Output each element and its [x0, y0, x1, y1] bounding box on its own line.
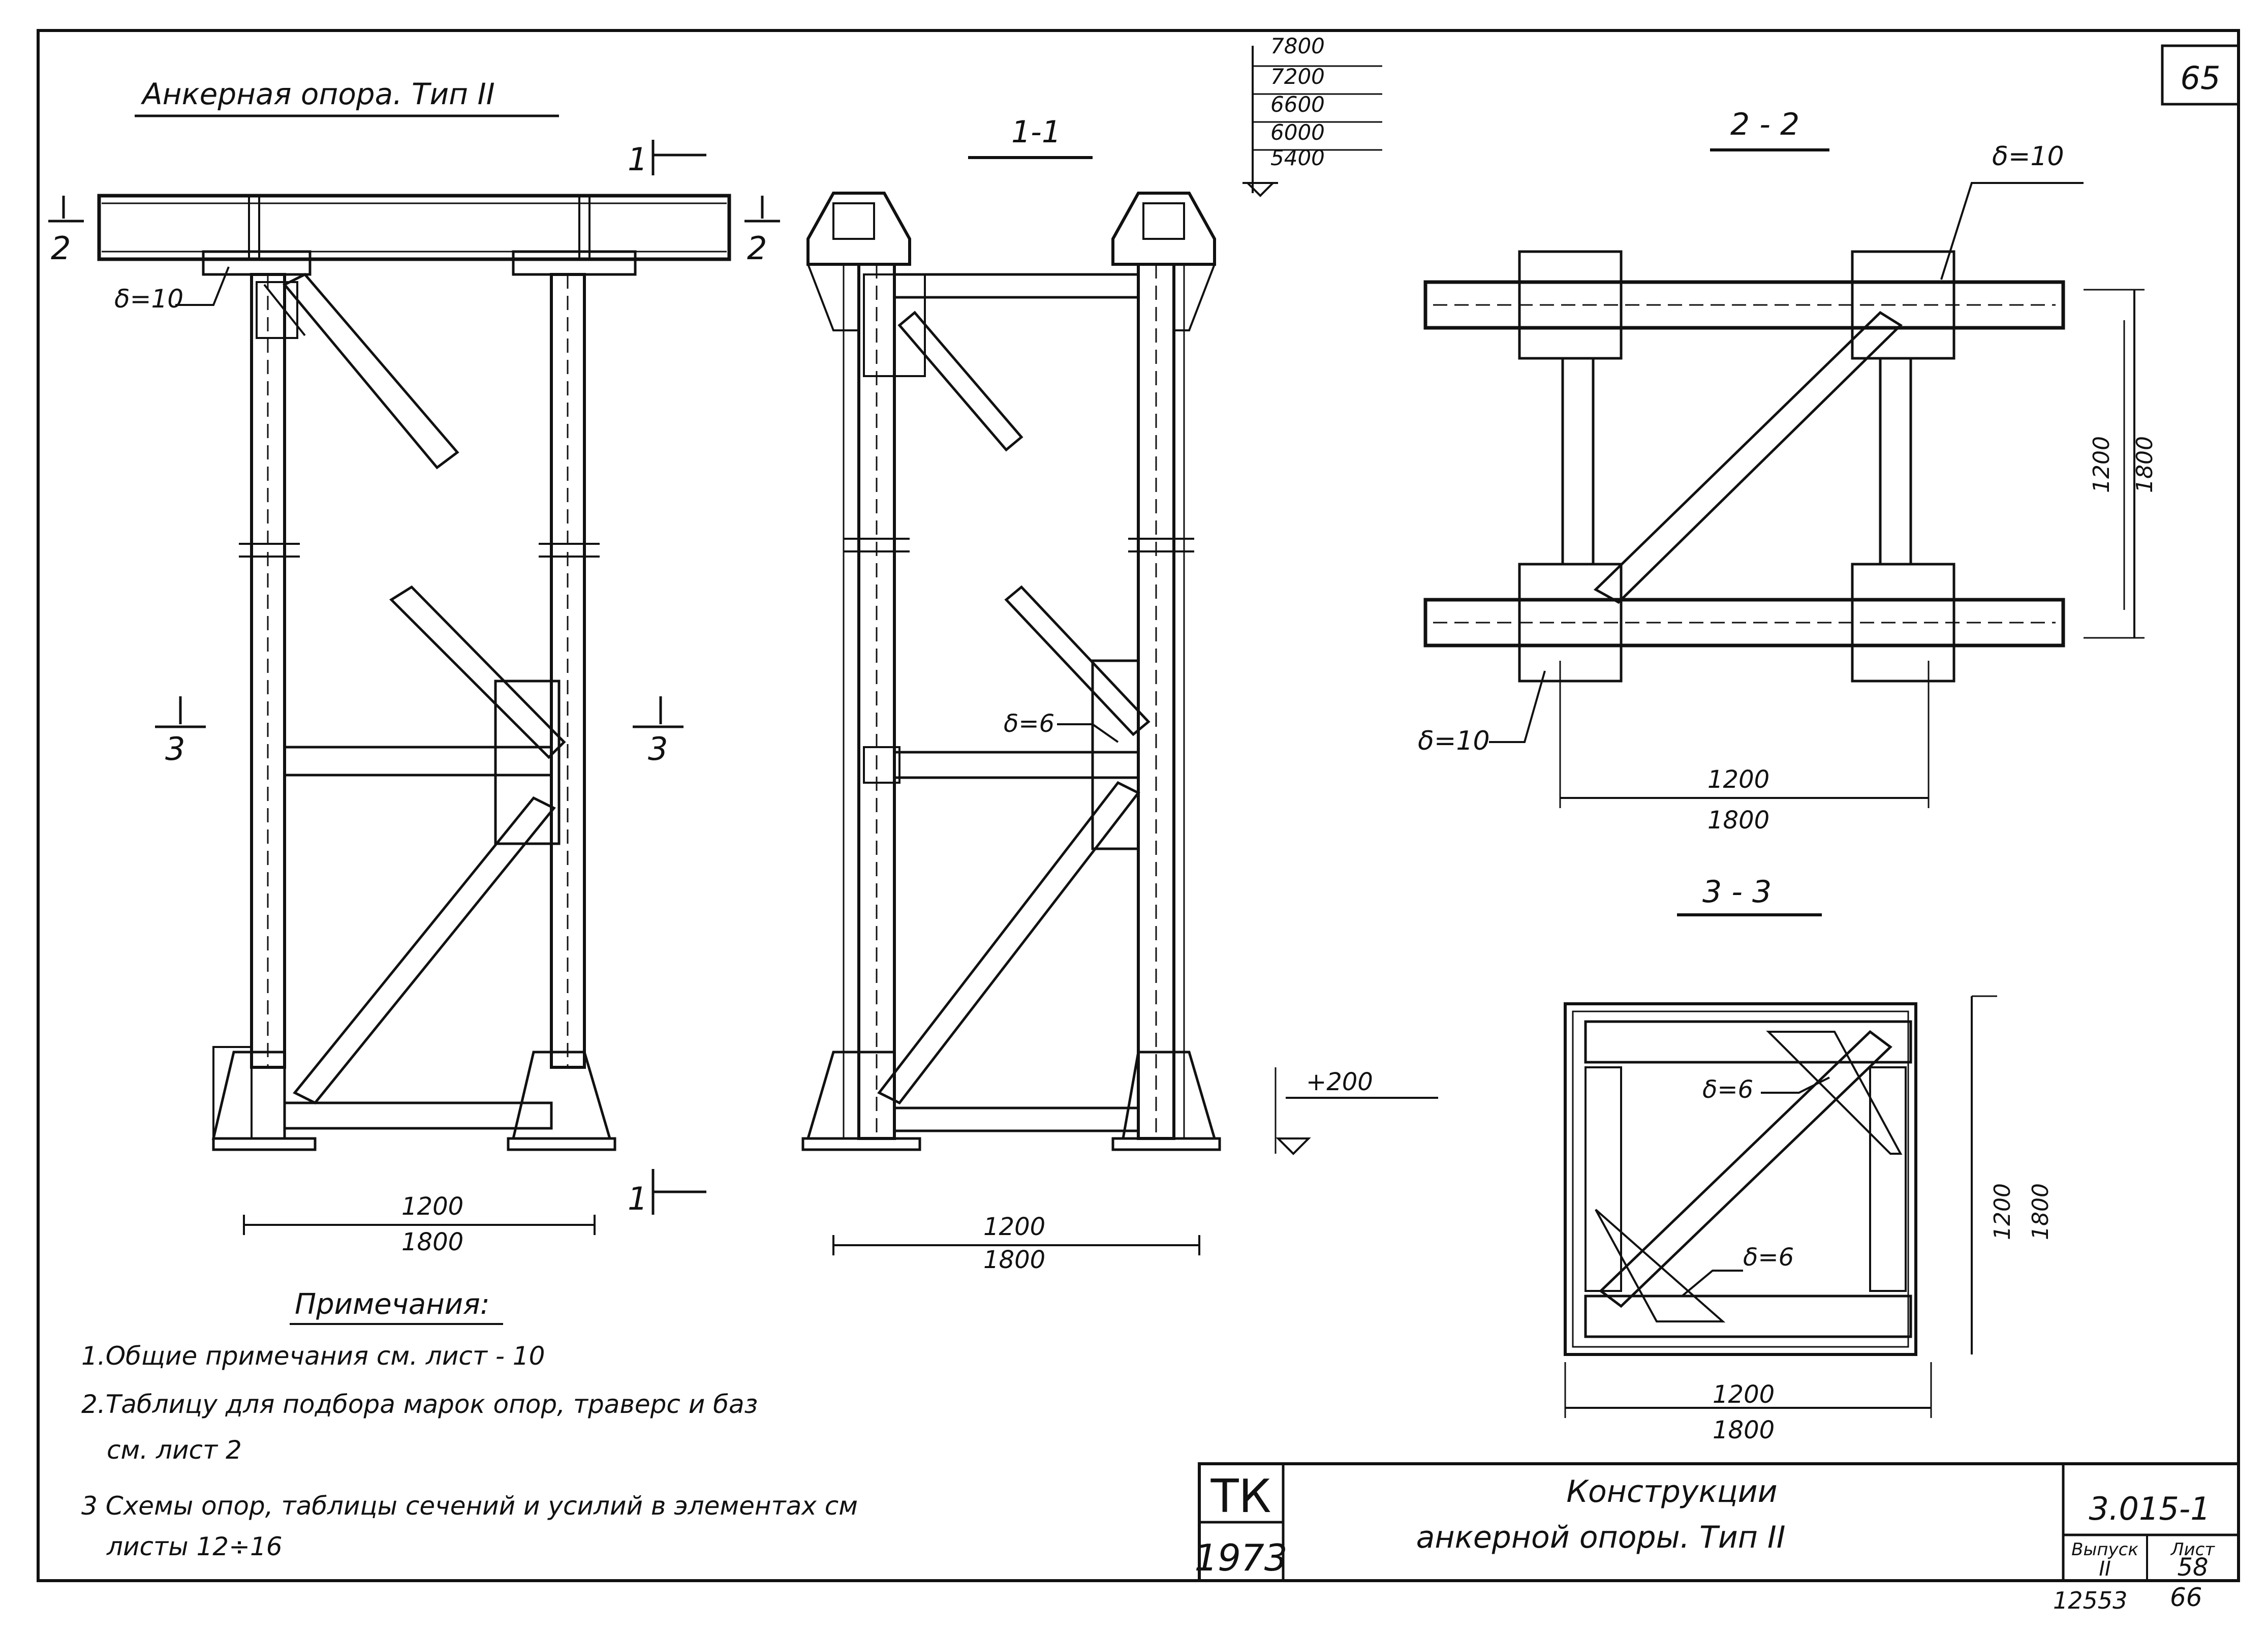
- dim-inner-s11: 1200: [983, 1213, 1045, 1241]
- plate-label-s22-top: δ=10: [1992, 141, 2064, 172]
- sheet-number-box: [2161, 44, 2240, 106]
- elev-7200: 7200: [1270, 64, 1325, 89]
- elev-5400: 5400: [1270, 145, 1325, 170]
- dim-inner-s22: 1200: [1707, 765, 1769, 794]
- title-org: ТК: [1210, 1470, 1271, 1523]
- dim-inner-s33: 1200: [1713, 1380, 1775, 1409]
- title-year: 1973: [1194, 1536, 1287, 1579]
- cut-marker-1-top: 1: [628, 141, 647, 178]
- notes: Примечания: 1.Общие примечания см. лист …: [81, 1288, 858, 1561]
- cut-marker-1-bottom: 1: [628, 1180, 647, 1217]
- footer-page: 66: [2170, 1583, 2202, 1612]
- sheet-value: 58: [2177, 1553, 2208, 1582]
- dim-outer-s33: 1800: [1713, 1416, 1775, 1444]
- dim-outer-s22: 1800: [1707, 806, 1769, 835]
- issue-value: II: [2099, 1557, 2111, 1581]
- title-line-1: Конструкции: [1566, 1474, 1777, 1509]
- note-1: 1.Общие примечания см. лист - 10: [81, 1341, 545, 1371]
- elevation-ladder: 7800 7200 6600 6000 5400 +200: [1242, 34, 1438, 1155]
- sheet-border: [37, 29, 2240, 1582]
- section-2-2-title: 2 - 2: [1730, 107, 1799, 142]
- dim-inner-s22-v: 1200: [2089, 436, 2115, 493]
- dim-outer-s11: 1800: [983, 1246, 1045, 1274]
- sheet-number-top: 65: [2181, 59, 2221, 97]
- elev-7800: 7800: [1270, 34, 1325, 58]
- cut-marker-2-left: 2: [51, 230, 71, 267]
- main-elevation-view: Анкерная опора. Тип II: [48, 77, 780, 1256]
- section-3-3: 3 - 3 δ=6 δ=6 1200 1800 1200 1800: [1564, 874, 2054, 1444]
- note-2: 2.Таблицу для подбора марок опор, травер…: [81, 1390, 758, 1419]
- title-line-2: анкерной опоры. Тип II: [1416, 1520, 1786, 1555]
- plate-label-main: δ=10: [114, 284, 183, 314]
- title-code: 3.015-1: [2089, 1490, 2210, 1527]
- dim-outer-s33-v: 1800: [2028, 1183, 2054, 1240]
- title-block: ТК 1973 Конструкции анкерной опоры. Тип …: [1194, 1462, 2240, 1582]
- issue-label: Выпуск: [2071, 1539, 2138, 1560]
- note-3-cont: листы 12÷16: [106, 1532, 283, 1561]
- dim-outer-main: 1800: [401, 1228, 463, 1256]
- note-3: 3 Схемы опор, таблицы сечений и усилий в…: [81, 1491, 858, 1521]
- footer-number: 12553: [2053, 1587, 2127, 1614]
- elev-6600: 6600: [1270, 92, 1325, 117]
- section-1-1-title: 1-1: [1011, 114, 1061, 150]
- note-2-cont: см. лист 2: [107, 1435, 242, 1465]
- top-beam: [97, 194, 731, 261]
- plate-label-s11: δ=6: [1004, 710, 1054, 738]
- section-2-2: 2 - 2 δ=10 1200 1800 δ=10 1200 1800: [1418, 107, 2158, 835]
- plate-label-s33-top: δ=6: [1702, 1075, 1753, 1104]
- sheet-label: Лист: [2170, 1539, 2215, 1560]
- dim-inner-main: 1200: [401, 1192, 463, 1221]
- dim-inner-s33-v: 1200: [1990, 1183, 2015, 1240]
- elev-base: +200: [1306, 1068, 1373, 1096]
- section-1-1: 1-1 δ=6 1200: [801, 114, 1221, 1274]
- dim-outer-s22-v: 1800: [2132, 436, 2158, 493]
- elev-6000: 6000: [1270, 120, 1325, 145]
- section-3-3-title: 3 - 3: [1702, 874, 1772, 910]
- plate-label-s33-bottom: δ=6: [1743, 1243, 1794, 1272]
- plate-label-s22-bottom: δ=10: [1418, 726, 1490, 756]
- notes-title: Примечания:: [295, 1288, 490, 1321]
- cut-marker-3-right: 3: [648, 730, 668, 767]
- cut-marker-2-right: 2: [747, 230, 767, 267]
- main-view-title: Анкерная опора. Тип II: [140, 77, 495, 111]
- cut-marker-3-left: 3: [165, 730, 185, 767]
- mid-strut: [283, 746, 553, 777]
- mid-gusset: [494, 680, 561, 845]
